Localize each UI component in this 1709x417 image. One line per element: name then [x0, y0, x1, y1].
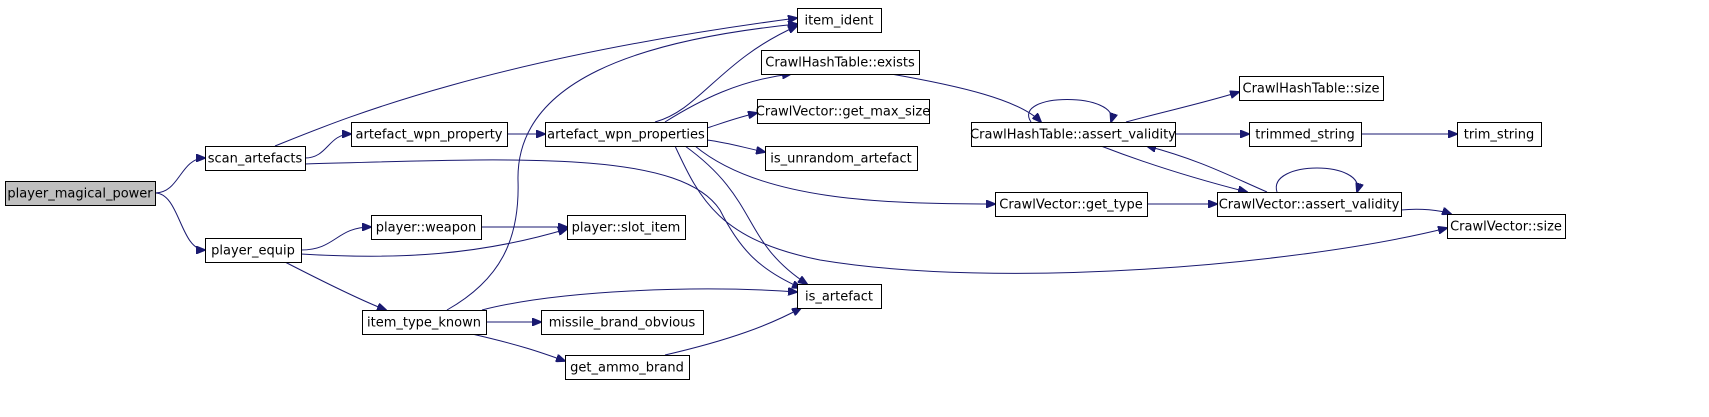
edge-item_type_known-to-get_ammo_brand	[471, 333, 565, 361]
node-label: scan_artefacts	[208, 152, 303, 167]
edge-artefact_wpn_properties-to-CrawlVector_get_max_size	[706, 113, 757, 129]
node-box	[205, 146, 306, 171]
edge-player_equip-to-player_slot_item	[300, 229, 567, 257]
node-box	[1249, 122, 1362, 147]
node-box	[5, 181, 156, 206]
node-scan_artefacts[interactable]: scan_artefacts	[205, 146, 306, 171]
node-label: artefact_wpn_property	[356, 128, 503, 143]
edge-CrawlHashTable_assert_validity-to-CrawlVector_assert_validity	[1100, 145, 1247, 192]
node-item_type_known[interactable]: item_type_known	[362, 310, 487, 335]
node-label: trimmed_string	[1255, 128, 1354, 143]
node-CrawlHashTable_size[interactable]: CrawlHashTable::size	[1239, 76, 1384, 101]
node-box	[567, 215, 686, 240]
edge-CrawlVector_assert_validity-to-CrawlHashTable_assert_validity	[1147, 146, 1268, 193]
node-box	[351, 122, 508, 147]
edge-CrawlHashTable_assert_validity-to-CrawlHashTable_size	[1125, 92, 1239, 123]
node-box	[205, 238, 302, 263]
node-get_ammo_brand[interactable]: get_ammo_brand	[565, 355, 690, 380]
node-CrawlVector_size[interactable]: CrawlVector::size	[1447, 214, 1566, 239]
edge-artefact_wpn_properties-to-item_ident	[654, 26, 797, 123]
edge-item_type_known-to-item_ident	[446, 24, 797, 311]
node-CrawlVector_get_type[interactable]: CrawlVector::get_type	[995, 192, 1148, 217]
edge-scan_artefacts-to-item_ident	[274, 18, 797, 147]
node-item_ident[interactable]: item_ident	[797, 8, 882, 33]
node-box	[797, 8, 882, 33]
node-CrawlHashTable_assert_validity[interactable]: CrawlHashTable::assert_validity	[970, 122, 1176, 147]
edge-player_magical_power-to-scan_artefacts	[154, 158, 205, 194]
node-player_magical_power[interactable]: player_magical_power	[5, 181, 156, 206]
node-box	[1217, 192, 1402, 217]
node-trim_string[interactable]: trim_string	[1457, 122, 1542, 147]
node-label: CrawlHashTable::exists	[765, 56, 915, 71]
node-box	[1239, 76, 1384, 101]
edge-scan_artefacts-to-artefact_wpn_property	[304, 134, 351, 159]
node-label: trim_string	[1464, 128, 1535, 143]
node-label: CrawlVector::get_max_size	[756, 105, 930, 120]
edge-scan_artefacts-to-is_artefact	[304, 159, 801, 288]
edge-CrawlVector_assert_validity-to-CrawlVector_assert_validity	[1276, 167, 1357, 192]
node-label: CrawlVector::assert_validity	[1219, 198, 1400, 213]
edge-player_equip-to-player_weapon	[300, 227, 371, 251]
node-box	[362, 310, 487, 335]
node-label: item_type_known	[367, 316, 481, 331]
node-artefact_wpn_properties[interactable]: artefact_wpn_properties	[545, 122, 708, 147]
node-label: artefact_wpn_properties	[547, 128, 705, 143]
node-label: is_unrandom_artefact	[770, 152, 911, 167]
node-CrawlVector_get_max_size[interactable]: CrawlVector::get_max_size	[756, 99, 930, 124]
edge-CrawlHashTable_exists-to-CrawlHashTable_assert_validity	[890, 73, 1041, 122]
edge-item_type_known-to-is_artefact	[481, 289, 797, 311]
node-label: CrawlVector::get_type	[999, 198, 1142, 213]
node-player_slot_item[interactable]: player::slot_item	[567, 215, 686, 240]
edge-CrawlHashTable_assert_validity-to-CrawlHashTable_assert_validity	[1028, 99, 1112, 123]
edge-artefact_wpn_properties-to-CrawlHashTable_exists	[664, 74, 791, 123]
node-is_artefact[interactable]: is_artefact	[797, 284, 882, 309]
nodes-layer: player_magical_power scan_artefactsplayer…	[5, 8, 1566, 380]
node-CrawlVector_assert_validity[interactable]: CrawlVector::assert_validity	[1217, 192, 1402, 217]
edge-artefact_wpn_properties-to-CrawlVector_size	[674, 145, 1447, 274]
node-label: CrawlHashTable::size	[1243, 82, 1380, 97]
node-CrawlHashTable_exists[interactable]: CrawlHashTable::exists	[761, 50, 920, 75]
edge-artefact_wpn_properties-to-is_unrandom_artefact	[706, 139, 765, 152]
node-label: player::slot_item	[572, 221, 681, 236]
node-label: item_ident	[804, 14, 873, 29]
node-box	[761, 50, 920, 75]
edge-artefact_wpn_properties-to-is_artefact	[684, 145, 807, 284]
edges-layer	[154, 18, 1457, 361]
node-box	[565, 355, 690, 380]
node-box	[797, 284, 882, 309]
edge-artefact_wpn_properties-to-CrawlVector_get_type	[694, 145, 995, 204]
node-trimmed_string[interactable]: trimmed_string	[1249, 122, 1362, 147]
edge-get_ammo_brand-to-is_artefact	[664, 308, 801, 356]
node-missile_brand_obvious[interactable]: missile_brand_obvious	[541, 310, 704, 335]
node-label: player::weapon	[376, 221, 476, 236]
node-box	[541, 310, 704, 335]
node-player_equip[interactable]: player_equip	[205, 238, 302, 263]
node-label: player_magical_power	[7, 187, 153, 202]
node-box	[1457, 122, 1542, 147]
node-player_weapon[interactable]: player::weapon	[371, 215, 482, 240]
node-box	[971, 122, 1176, 147]
node-is_unrandom_artefact[interactable]: is_unrandom_artefact	[765, 146, 918, 171]
edge-player_equip-to-item_type_known	[284, 261, 386, 310]
node-label: is_artefact	[805, 290, 873, 305]
node-box	[995, 192, 1148, 217]
node-label: get_ammo_brand	[570, 361, 684, 376]
node-label: missile_brand_obvious	[549, 316, 696, 331]
node-box	[757, 99, 930, 124]
node-label: CrawlVector::size	[1450, 220, 1562, 235]
edge-player_magical_power-to-player_equip	[154, 192, 205, 250]
edge-CrawlVector_assert_validity-to-CrawlVector_size	[1400, 209, 1451, 214]
node-box	[1447, 214, 1566, 239]
node-box	[765, 146, 918, 171]
node-label: player_equip	[211, 244, 295, 259]
node-label: CrawlHashTable::assert_validity	[970, 128, 1176, 143]
node-box	[545, 122, 708, 147]
node-box	[371, 215, 482, 240]
node-artefact_wpn_property[interactable]: artefact_wpn_property	[351, 122, 508, 147]
